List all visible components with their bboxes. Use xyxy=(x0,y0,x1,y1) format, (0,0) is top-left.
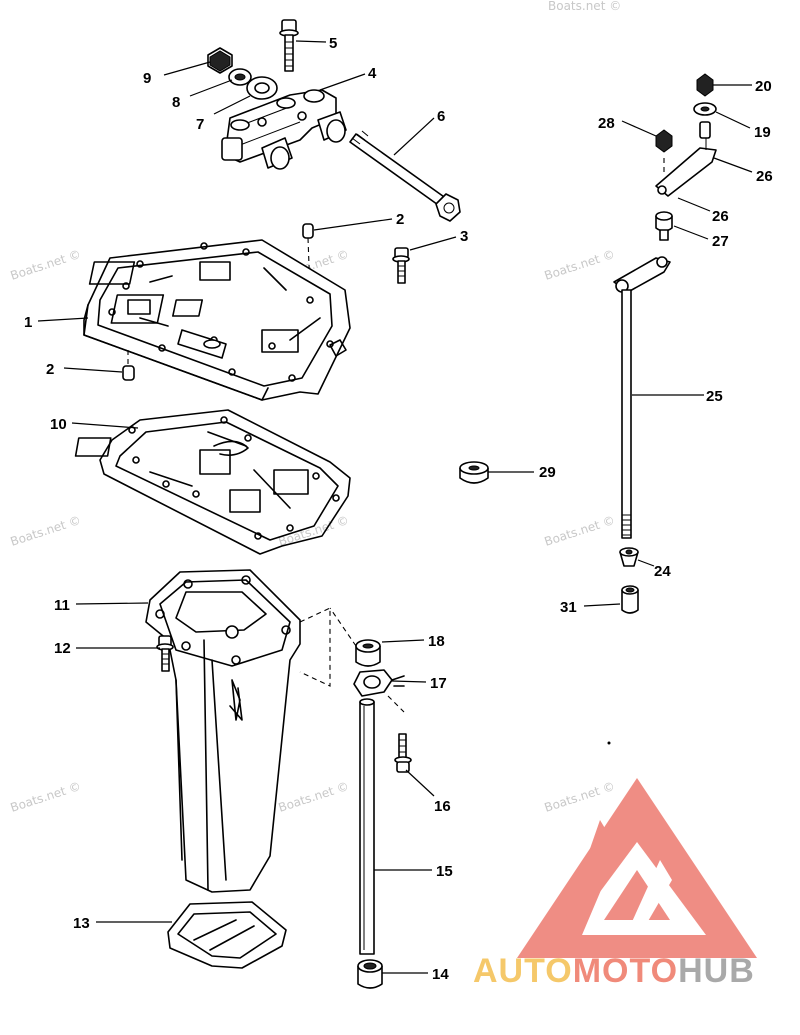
callout-8: 8 xyxy=(172,94,180,111)
watermark: Boats.net © xyxy=(9,247,83,283)
part-31-guide xyxy=(621,585,639,614)
part-19-washer xyxy=(693,102,717,116)
callout-16: 16 xyxy=(434,798,451,815)
part-4-bracket xyxy=(221,89,347,170)
watermark: Boats.net © xyxy=(543,779,617,815)
part-7-washer xyxy=(246,76,278,100)
callout-14: 14 xyxy=(432,966,449,983)
part-27-bushing xyxy=(655,211,673,241)
callouts: 5 9 8 7 4 6 2 3 1 2 10 29 11 12 13 18 17 xyxy=(24,35,773,983)
part-12-screw xyxy=(156,635,174,672)
part-28-nut xyxy=(655,129,673,172)
callout-9: 9 xyxy=(143,70,151,87)
watermark: Boats.net © xyxy=(9,779,83,815)
part-8-washer xyxy=(228,68,252,86)
logo-moto: MOTO xyxy=(573,952,678,990)
automotohub-logo: AUTOMOTOHUB xyxy=(473,778,757,990)
watermark: Boats.net © xyxy=(548,0,621,13)
callout-28: 28 xyxy=(598,115,615,132)
logo-hub: HUB xyxy=(678,952,755,990)
callout-15: 15 xyxy=(436,863,453,880)
part-5-screw xyxy=(279,19,299,72)
part-17-bushing xyxy=(353,669,405,713)
callout-17: 17 xyxy=(430,675,447,692)
stray-dot xyxy=(607,741,611,745)
callout-29: 29 xyxy=(539,464,556,481)
callout-2-bottom: 2 xyxy=(46,361,54,378)
logo-auto: AUTO xyxy=(473,952,573,990)
callout-2-top: 2 xyxy=(396,211,404,228)
part-26-link-arm xyxy=(655,121,717,197)
callout-26-upper: 26 xyxy=(756,168,773,185)
callout-27: 27 xyxy=(712,233,729,250)
callout-5: 5 xyxy=(329,35,337,52)
part-29-grommet xyxy=(459,461,489,484)
part-16-screw xyxy=(394,733,412,773)
watermark: Boats.net © xyxy=(9,513,83,549)
part-15-shaft xyxy=(359,698,375,955)
watermark: Boats.net © xyxy=(543,513,617,549)
callout-18: 18 xyxy=(428,633,445,650)
part-1-adapter-plate xyxy=(83,239,351,401)
logo-text: AUTOMOTOHUB xyxy=(473,952,755,990)
callout-31: 31 xyxy=(560,599,577,616)
callout-24: 24 xyxy=(654,563,671,580)
callout-19: 19 xyxy=(754,124,771,141)
callout-25: 25 xyxy=(706,388,723,405)
part-24-bushing xyxy=(619,547,639,567)
logo-left-stroke xyxy=(560,820,618,935)
watermark: Boats.net © xyxy=(543,247,617,283)
part-13-seal xyxy=(167,901,287,969)
logo-triangle-mark xyxy=(517,778,757,958)
part-11-housing xyxy=(145,569,331,893)
callout-12: 12 xyxy=(54,640,71,657)
callout-20: 20 xyxy=(755,78,772,95)
logo-cut xyxy=(626,860,672,935)
callout-26-lower: 26 xyxy=(712,208,729,225)
callout-7: 7 xyxy=(196,116,204,133)
part-20-nut xyxy=(696,73,714,97)
callout-1: 1 xyxy=(24,314,32,331)
part-6-bolt xyxy=(349,130,461,222)
callout-11: 11 xyxy=(54,597,70,614)
callout-10: 10 xyxy=(50,416,67,433)
part-9-nut xyxy=(207,47,233,74)
part-25-shift-rod xyxy=(613,256,671,539)
callout-13: 13 xyxy=(73,915,90,932)
part-2-dowel-bottom xyxy=(122,350,135,381)
part-14-bushing xyxy=(357,959,383,989)
watermark: Boats.net © xyxy=(277,779,351,815)
part-3-screw xyxy=(392,247,410,284)
callout-6: 6 xyxy=(437,108,445,125)
callout-3: 3 xyxy=(460,228,468,245)
callout-4: 4 xyxy=(368,65,377,82)
part-18-grommet xyxy=(329,607,381,667)
